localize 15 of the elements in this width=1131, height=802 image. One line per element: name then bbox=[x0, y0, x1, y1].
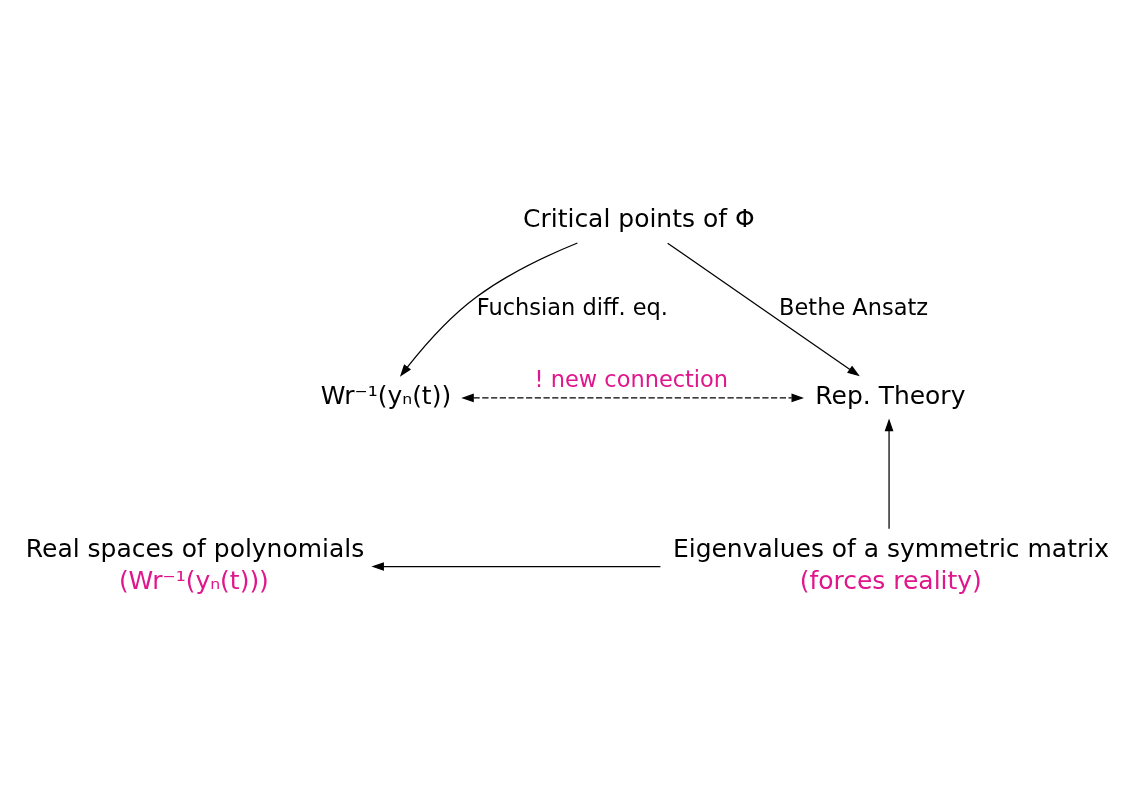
arrow bbox=[461, 393, 804, 403]
edge-label: Fuchsian diff. eq. bbox=[476, 293, 668, 320]
arrow bbox=[884, 418, 894, 530]
node-text: Eigenvalues of a symmetric matrix bbox=[672, 533, 1109, 563]
node-label: (Wr⁻¹(yₙ(t))) bbox=[118, 566, 269, 596]
node-text: Critical points of Φ bbox=[523, 203, 755, 233]
arrow bbox=[399, 242, 579, 377]
node-text: Rep. Theory bbox=[815, 381, 966, 411]
arrow bbox=[667, 242, 860, 377]
node-text: Real spaces of polynomials bbox=[25, 533, 365, 563]
edge-label: Bethe Ansatz bbox=[779, 293, 929, 320]
node-text: Wr⁻¹(yₙ(t)) bbox=[320, 381, 452, 411]
node-label: (forces reality) bbox=[799, 566, 982, 596]
edge-label: ! new connection bbox=[534, 366, 729, 393]
arrow bbox=[371, 562, 661, 571]
